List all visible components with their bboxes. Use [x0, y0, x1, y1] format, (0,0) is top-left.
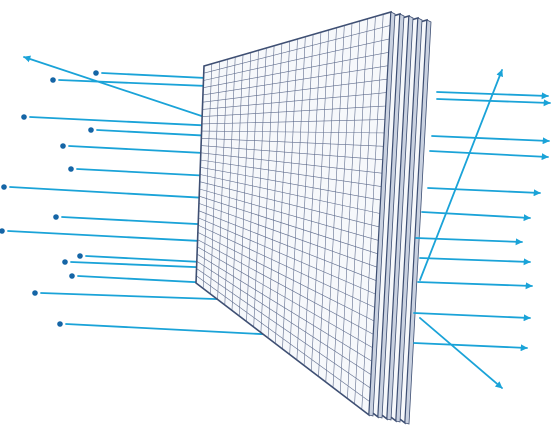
particle-source-dot [60, 143, 66, 149]
particle-source-dot [62, 259, 68, 265]
layer-edge [404, 19, 432, 425]
particle-source-dot [77, 253, 83, 259]
particle-track [436, 98, 551, 107]
particle-source-dot [69, 273, 75, 279]
layer-edge [395, 17, 423, 423]
particle-source-dot [93, 70, 99, 76]
layer-edge [368, 11, 396, 417]
particle-track [427, 187, 541, 197]
outgoing-particle-tracks [413, 69, 551, 389]
particle-track [413, 312, 531, 322]
particle-source-dot [32, 290, 38, 296]
particle-track [421, 211, 531, 222]
particle-source-dot [53, 214, 59, 220]
detector-layer-stack [195, 10, 432, 425]
particle-track [429, 150, 549, 161]
detector-layer [195, 10, 396, 417]
particle-track [419, 69, 503, 281]
layer-grid [196, 14, 391, 410]
particle-source-dot [21, 114, 27, 120]
layer-plate [195, 10, 392, 417]
particle-source-dot [57, 321, 63, 327]
particle-source-dot [1, 184, 7, 190]
particle-source-dot [0, 228, 5, 234]
particle-source-dot [68, 166, 74, 172]
layer-edge [386, 15, 414, 421]
particle-track [419, 317, 503, 389]
particle-sources [0, 70, 99, 327]
particle-track [415, 237, 523, 246]
particle-track [419, 257, 531, 266]
particle-source-dot [88, 127, 94, 133]
particle-source-dot [50, 77, 56, 83]
particle-track [431, 135, 550, 145]
layer-edge [377, 13, 405, 419]
particle-track [413, 342, 528, 352]
particle-track [417, 281, 533, 290]
